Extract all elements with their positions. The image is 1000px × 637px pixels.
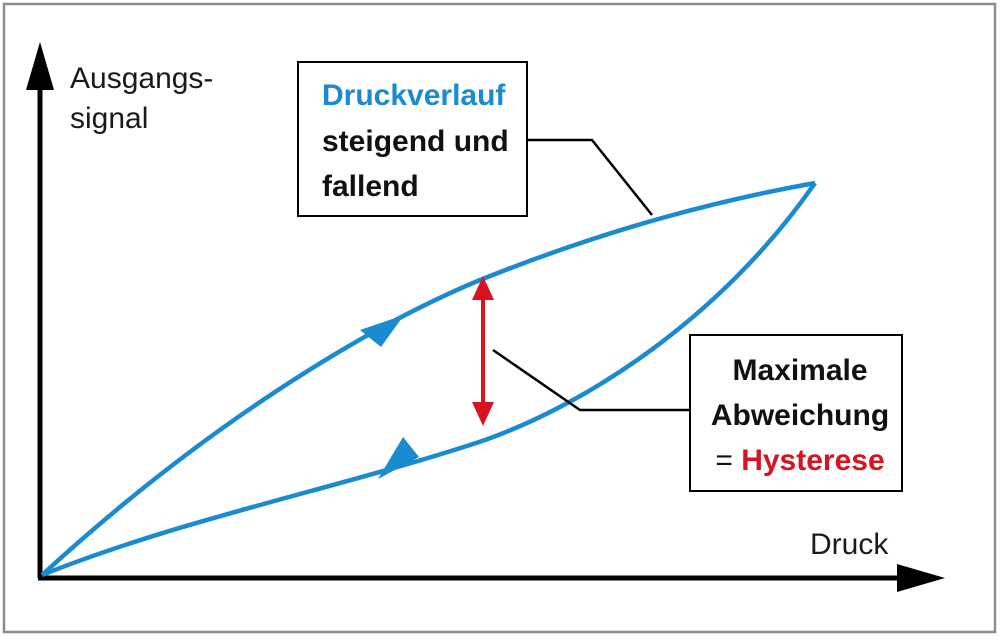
x-axis-arrowhead-icon [897, 564, 945, 592]
y-axis-label-line1: Ausgangs- [70, 62, 213, 95]
y-axis-arrowhead-icon [26, 42, 54, 90]
curve-callout-line2: steigend und [322, 125, 509, 158]
x-axis-label: Druck [810, 528, 889, 561]
max-deviation-marker [472, 276, 494, 426]
curve-callout-title: Druckverlauf [322, 79, 506, 112]
hysteresis-loop [40, 180, 817, 578]
hysteresis-callout-box: Maximale Abweichung = Hysterese [689, 334, 903, 492]
hysteresis-term: Hysterese [741, 444, 884, 477]
rising-curve [40, 180, 816, 577]
curve-callout-line3: fallend [322, 170, 419, 203]
y-axis-label-line2: signal [70, 102, 148, 135]
hysteresis-callout-line3: = Hysterese [715, 444, 884, 477]
hysteresis-callout-frame [689, 334, 903, 492]
hysteresis-callout-line2: Abweichung [711, 399, 889, 432]
deviation-arrow-up-icon [472, 276, 494, 300]
equals-sign: = [715, 444, 741, 477]
falling-direction-arrow-icon [378, 437, 419, 479]
deviation-arrow-down-icon [472, 402, 494, 426]
curve-callout-frame [297, 61, 528, 217]
axes [26, 42, 945, 592]
hysteresis-callout-line1: Maximale [732, 354, 867, 387]
falling-curve [41, 181, 817, 578]
rising-direction-arrow-icon [360, 315, 404, 347]
hysteresis-box-leader-line [492, 348, 690, 412]
curve-callout-box: Druckverlauf steigend und fallend [297, 61, 528, 217]
curve-box-leader-line [527, 138, 653, 216]
